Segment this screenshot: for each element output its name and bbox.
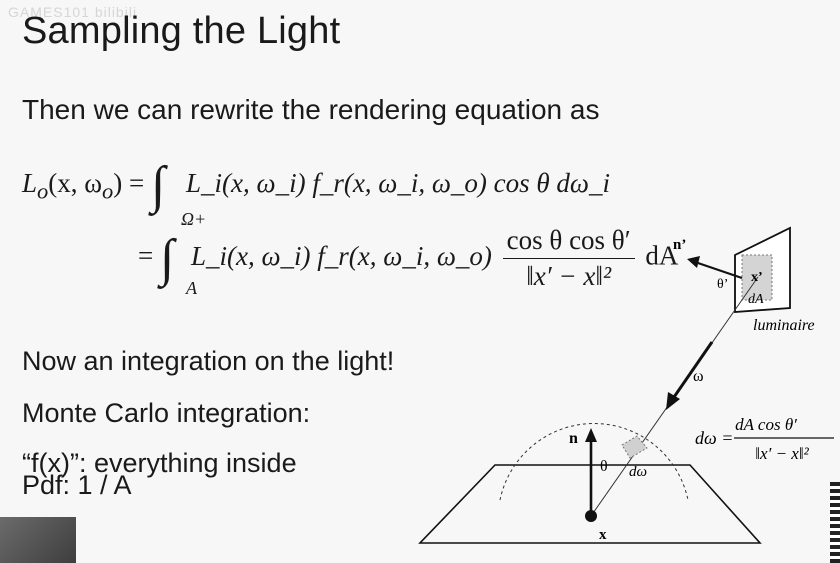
dw-formula-numerator: dA cos θ′ xyxy=(735,415,797,434)
slide-title: Sampling the Light xyxy=(22,10,341,52)
eq1-lhs-args: (x, ω xyxy=(48,168,103,199)
eq1-lhs: L xyxy=(22,168,38,199)
bullet-4: Pdf: 1 / A xyxy=(22,470,132,500)
label-d-omega: dω xyxy=(629,464,647,480)
eq2-tail: dA xyxy=(645,240,679,271)
eq2-numerator: cos θ cos θ′ xyxy=(502,225,635,259)
omega-arrow xyxy=(670,341,714,401)
label-luminaire: luminaire xyxy=(753,317,815,334)
label-theta: θ xyxy=(600,458,608,475)
label-n-prime: n’ xyxy=(673,237,686,253)
video-thumbnail xyxy=(0,517,76,563)
intro-text: Then we can rewrite the rendering equati… xyxy=(22,94,600,125)
label-n: n xyxy=(569,430,578,447)
bullet-1: Now an integration on the light! xyxy=(22,346,395,376)
label-x-prime: x’ xyxy=(751,270,763,285)
label-omega: ω xyxy=(693,368,704,385)
eq1-equals: ) = xyxy=(113,168,145,199)
dw-formula-denominator: ‖x′ − x‖² xyxy=(755,444,809,463)
eq2-denominator: ‖x′ − x‖² xyxy=(526,261,612,291)
dw-formula-lhs: dω = xyxy=(695,428,733,448)
eq1-body: L_i(x, ω_i) f_r(x, ω_i, ω_o) cos θ dω_i xyxy=(186,168,610,199)
d-omega-patch xyxy=(621,435,648,459)
eq2-fraction: cos θ cos θ′ ‖x′ − x‖² xyxy=(502,225,635,292)
label-x: x xyxy=(599,527,607,543)
bullet-2: Monte Carlo integration: xyxy=(22,398,311,428)
normal-light-arrow xyxy=(694,260,743,280)
label-theta-prime: θ’ xyxy=(717,277,728,292)
point-x xyxy=(585,510,597,522)
label-dA: dA xyxy=(748,292,764,307)
equation-line-1: Lo(x, ωo) = ∫Ω+ L_i(x, ω_i) f_r(x, ω_i, … xyxy=(22,157,610,229)
integral-area: ∫A xyxy=(159,229,197,298)
integral-area-domain: A xyxy=(185,277,197,298)
eq1-lhs-args-sub: o xyxy=(102,178,114,204)
qr-code-icon xyxy=(830,482,840,563)
bullet-3: “f(x)”: everything inside xyxy=(22,448,297,478)
hemisphere xyxy=(499,423,689,501)
integral-omega-domain: Ω+ xyxy=(181,209,207,229)
eq2-equals: = xyxy=(138,240,154,271)
watermark: GAMES101 bilibili xyxy=(8,4,138,20)
eq2-body: L_i(x, ω_i) f_r(x, ω_i, ω_o) xyxy=(190,240,492,271)
eq1-lhs-sub: o xyxy=(37,178,49,204)
ground-plane xyxy=(418,464,762,544)
integral-omega: ∫Ω+ xyxy=(151,157,207,229)
equation-line-2: = ∫A L_i(x, ω_i) f_r(x, ω_i, ω_o) cos θ … xyxy=(138,225,679,298)
